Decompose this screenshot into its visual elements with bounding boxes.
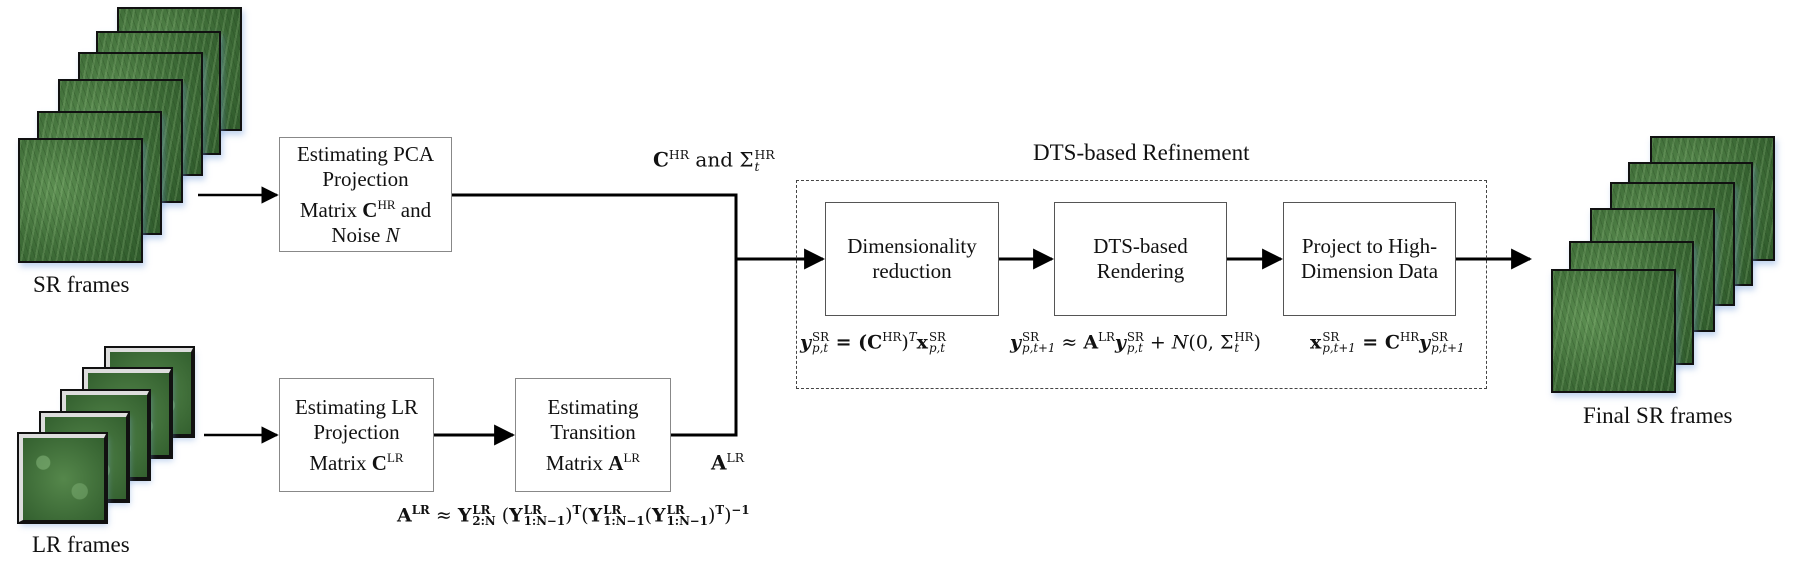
box-text: Projection <box>313 419 400 444</box>
line-pca-to-merge <box>452 193 738 437</box>
box-text: Project to High- <box>1301 234 1438 258</box>
box-text: Matrix CLR <box>309 449 404 475</box>
box-text: Estimating <box>547 394 639 419</box>
pca-estimation-box: Estimating PCA Projection Matrix CHR and… <box>279 137 452 252</box>
box-text: Transition <box>550 419 636 444</box>
box-text: Dimension Data <box>1300 259 1439 283</box>
project-high-dim-box: Project to High- Dimension Data <box>1283 202 1456 316</box>
box-text: Dimensionality <box>847 234 977 258</box>
box-text: reduction <box>872 259 952 283</box>
dts-rendering-box: DTS-based Rendering <box>1054 202 1227 316</box>
box-text: Rendering <box>1096 259 1185 283</box>
final-sr-frame <box>1551 269 1676 393</box>
final-sr-frames-label: Final SR frames <box>1583 403 1733 428</box>
lr-projection-box: Estimating LR Projection Matrix CLR <box>279 378 434 492</box>
box-text: Projection <box>322 166 409 191</box>
box-text: Matrix ALR <box>545 449 641 475</box>
box-text: Matrix CHR and <box>299 196 432 222</box>
refinement-group <box>796 180 1487 389</box>
lr-frame <box>17 432 108 524</box>
alr-label: ALR <box>711 450 745 475</box>
dimensionality-reduction-box: Dimensionality reduction <box>825 202 999 316</box>
box-text: Noise N <box>331 222 400 247</box>
sr-frames-label: SR frames <box>33 272 130 297</box>
transition-matrix-box: Estimating Transition Matrix ALR <box>515 378 671 492</box>
refinement-title: DTS-based Refinement <box>1033 140 1250 165</box>
sr-frame <box>18 138 143 263</box>
box-text: DTS-based <box>1093 234 1188 258</box>
box-text: Estimating LR <box>294 394 419 419</box>
box-text: Estimating PCA <box>296 141 435 166</box>
lr-frames-label: LR frames <box>32 532 130 557</box>
